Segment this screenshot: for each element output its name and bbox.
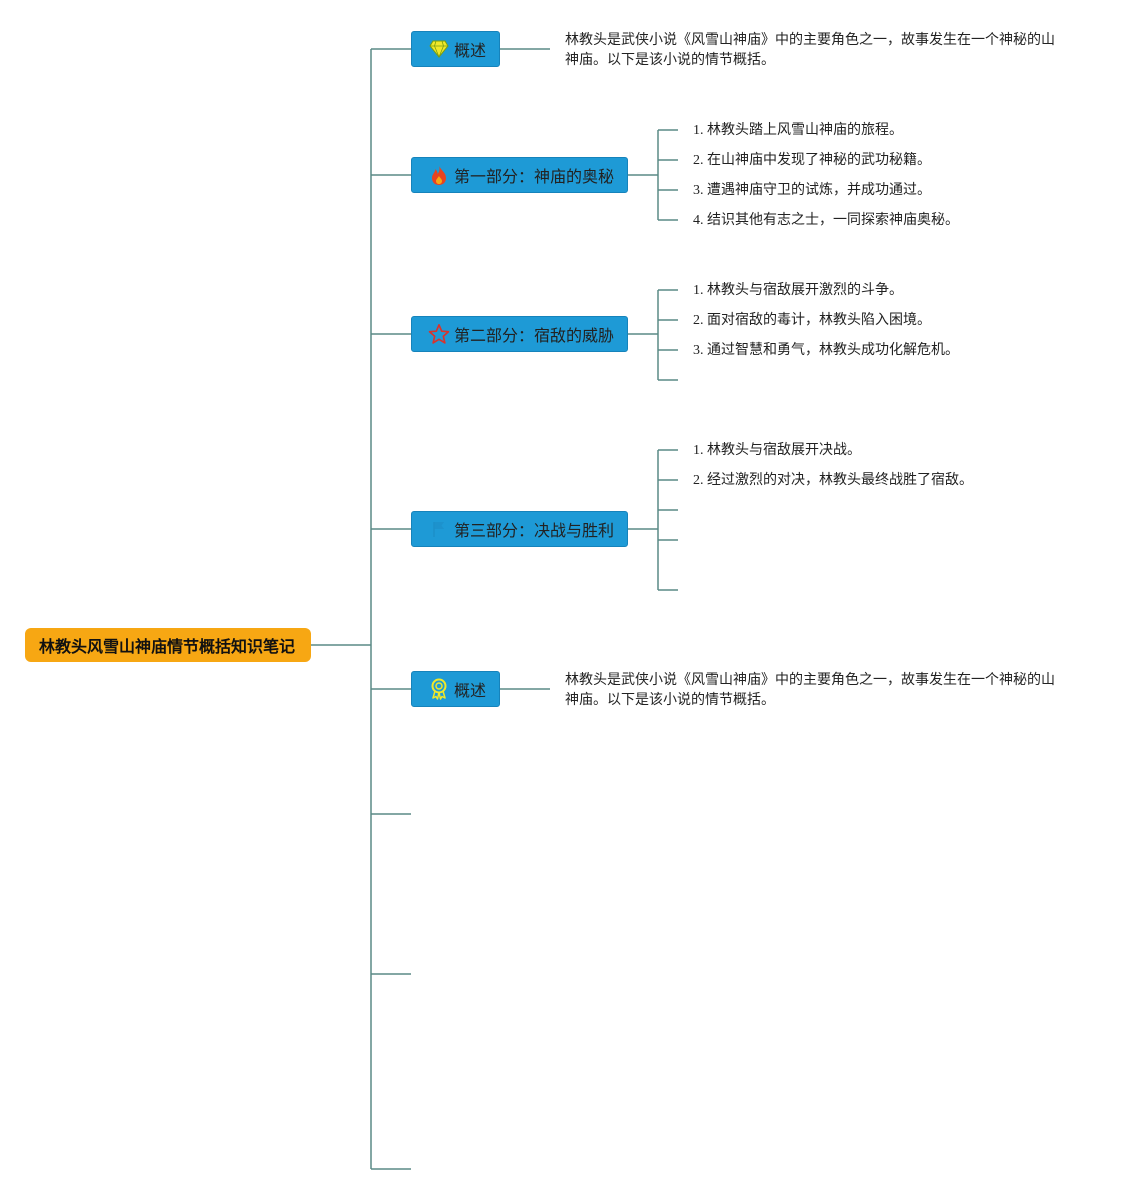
list-item: 2. 在山神庙中发现了神秘的武功秘籍。 [693,153,931,168]
medal-icon [428,678,450,700]
branch-part-1[interactable]: 第一部分：神庙的奥秘 [411,157,628,193]
star-icon [428,323,450,345]
overview-text-1: 林教头是武侠小说《风雪山神庙》中的主要角色之一，故事发生在一个神秘的山神庙。以下… [565,33,1055,68]
list-item: 1. 林教头与宿敌展开激烈的斗争。 [693,283,903,298]
fire-icon [428,164,450,186]
list-item: 4. 结识其他有志之士，一同探索神庙奥秘。 [693,213,959,228]
flag-icon [428,518,450,540]
branch-label: 第三部分：决战与胜利 [454,523,615,540]
diamond-icon [428,38,450,60]
list-item: 3. 遭遇神庙守卫的试炼，并成功通过。 [693,183,931,198]
root-node[interactable]: 林教头风雪山神庙情节概括知识笔记 [25,628,311,662]
list-item: 1. 林教头与宿敌展开决战。 [693,443,861,458]
root-label: 林教头风雪山神庙情节概括知识笔记 [39,639,296,656]
branch-part-3[interactable]: 第三部分：决战与胜利 [411,511,628,547]
list-item: 2. 面对宿敌的毒计，林教头陷入困境。 [693,313,931,328]
list-item: 3. 通过智慧和勇气，林教头成功化解危机。 [693,343,959,358]
branch-overview-1[interactable]: 概述 [411,31,500,67]
branch-label: 概述 [454,43,487,60]
list-item: 1. 林教头踏上风雪山神庙的旅程。 [693,123,903,138]
branch-overview-2[interactable]: 概述 [411,671,500,707]
branch-label: 第一部分：神庙的奥秘 [454,169,615,186]
branch-part-2[interactable]: 第二部分：宿敌的威胁 [411,316,628,352]
branch-label: 第二部分：宿敌的威胁 [454,328,615,345]
branch-label: 概述 [454,683,487,700]
overview-text-2: 林教头是武侠小说《风雪山神庙》中的主要角色之一，故事发生在一个神秘的山神庙。以下… [565,673,1055,708]
list-item: 2. 经过激烈的对决，林教头最终战胜了宿敌。 [693,473,973,488]
